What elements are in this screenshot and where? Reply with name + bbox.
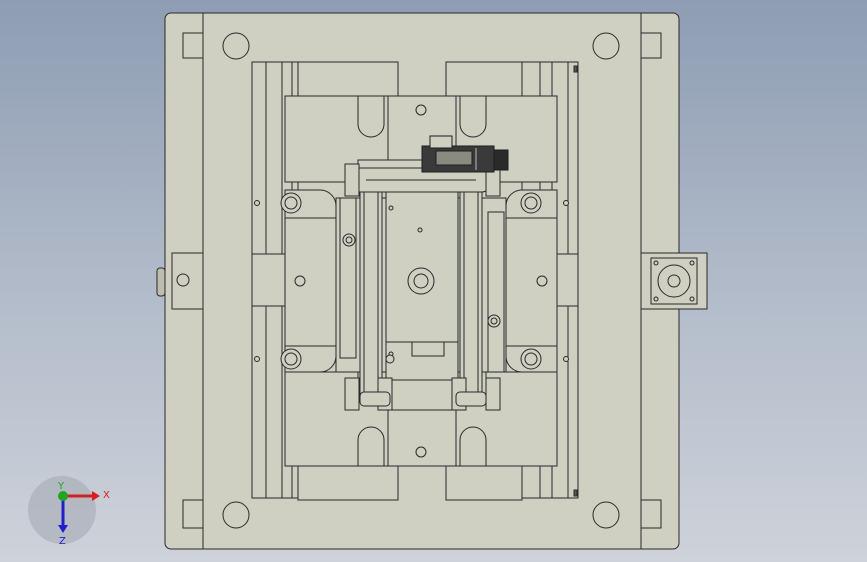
bushing-lower-right-inner	[524, 352, 538, 366]
corner-pad-top-left	[182, 32, 204, 59]
triad-y-dot	[58, 491, 68, 501]
center-hole-c	[385, 354, 395, 364]
triad-z-arrow	[58, 525, 68, 533]
corner-hole-bottom-right	[592, 501, 620, 529]
linkage-arm-right-inner	[463, 181, 479, 399]
bearing-block-bottom-left	[344, 377, 360, 411]
triad-z-label: Z	[59, 536, 66, 547]
coordinate-triad: X Y Z	[28, 476, 110, 547]
bushing-lower-left-inner	[284, 352, 298, 366]
bottom-left-block	[297, 465, 399, 501]
center-table	[385, 191, 459, 343]
corner-hole-top-right	[592, 32, 620, 60]
center-spindle-inner	[413, 273, 429, 289]
triad-x-label: X	[103, 490, 110, 501]
triad-x-arrow	[92, 491, 100, 501]
right-jaw-hole	[536, 275, 548, 287]
servo-motor-end	[493, 149, 509, 171]
right-motor-bolt-tr	[689, 260, 695, 266]
left-side-bracket-hole	[176, 273, 190, 287]
left-jaw	[284, 217, 337, 347]
top-center-hole	[415, 104, 427, 116]
bottom-center-plate	[387, 409, 457, 467]
bearing-block-top-left	[344, 163, 360, 197]
servo-motor-window	[435, 150, 473, 166]
right-motor-bolt-br	[689, 296, 695, 302]
screw-dot-left-lower	[254, 356, 260, 362]
jaw-roller-right-inner	[490, 317, 498, 325]
carriage-right-strip	[487, 211, 505, 373]
center-hole-a	[388, 205, 394, 211]
middle-band-left	[251, 253, 286, 307]
bushing-upper-left-inner	[284, 196, 298, 210]
center-hole-d	[417, 227, 423, 233]
right-motor-bolt-bl	[653, 296, 659, 302]
bottom-link-plate-left	[359, 391, 391, 407]
bottom-link-plate-right	[455, 391, 487, 407]
servo-motor-cap	[429, 135, 453, 149]
bottom-right-block	[445, 465, 523, 501]
right-motor-shaft-inner	[667, 274, 681, 288]
triad-y-label: Y	[57, 481, 65, 492]
clamp-arm-top-left	[284, 95, 389, 183]
jaw-roller-left-inner	[345, 236, 353, 244]
right-rail-stop-top	[573, 65, 578, 73]
right-jaw	[505, 217, 558, 347]
top-left-block	[297, 61, 399, 97]
left-jaw-hole	[294, 275, 306, 287]
corner-hole-top-left	[222, 32, 250, 60]
screw-dot-right-lower	[563, 356, 569, 362]
right-motor-bolt-tl	[653, 260, 659, 266]
carriage-left-strip	[339, 197, 357, 359]
bushing-upper-right-inner	[524, 196, 538, 210]
corner-pad-bottom-right	[640, 499, 662, 529]
right-rail-stop-bottom	[573, 489, 578, 497]
left-side-knob	[156, 267, 166, 297]
top-right-block	[445, 61, 523, 97]
screw-dot-right-upper	[563, 200, 569, 206]
center-table-notch	[385, 341, 459, 381]
linkage-arm-left-inner	[363, 181, 379, 399]
screw-dot-left-upper	[254, 200, 260, 206]
corner-pad-top-right	[640, 32, 662, 59]
bearing-block-bottom-right-b	[485, 377, 501, 411]
middle-band-right	[556, 253, 579, 307]
corner-hole-bottom-left	[222, 501, 250, 529]
bottom-center-hole	[415, 446, 427, 458]
corner-pad-bottom-left	[182, 499, 204, 529]
